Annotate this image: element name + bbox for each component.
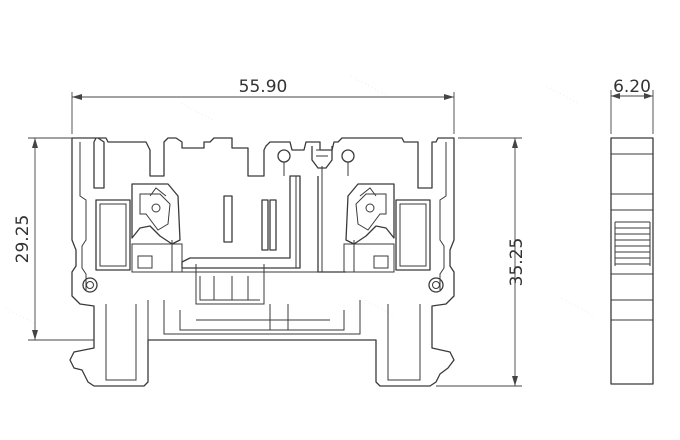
left-clamp-chamber (95, 183, 183, 273)
svg-text:· · · · · · · · · · ·: · · · · · · · · · · · (349, 74, 388, 99)
dimension-overall-width: 55.90 (71, 77, 455, 134)
svg-text:· · · · · · · · · ·: · · · · · · · · · · (179, 101, 214, 124)
left-mounting-hole (82, 277, 98, 293)
svg-text:· · · · · · · · · ·: · · · · · · · · · · (359, 296, 394, 319)
right-mounting-hole-inner (432, 281, 440, 289)
left-mounting-hole-inner (86, 281, 94, 289)
dimension-right-height: 35.25 (436, 137, 527, 387)
right-height-label: 35.25 (507, 238, 527, 287)
lower-foot (105, 300, 421, 381)
svg-text:· · · · · · · · · ·: · · · · · · · · · · (559, 296, 594, 319)
right-clamp-chamber (343, 183, 431, 273)
right-edge-profile (439, 142, 447, 290)
dimension-side-width: 6.20 (610, 77, 654, 134)
watermark: · · · · · · · · · · · · · · · · · · · · … (4, 74, 594, 327)
side-ribs (614, 221, 651, 266)
side-view (610, 137, 654, 385)
housing-outline (69, 137, 455, 387)
front-view (69, 137, 455, 387)
right-mounting-hole (428, 277, 444, 293)
side-outline (610, 137, 654, 385)
test-sockets (277, 146, 355, 176)
left-height-label: 29.25 (13, 215, 33, 264)
dimension-left-height: 29.25 (13, 137, 94, 341)
svg-text:· · · · · · · · · ·: · · · · · · · · · · (544, 84, 579, 107)
center-busbar (181, 166, 346, 305)
overall-width-label: 55.90 (239, 77, 288, 97)
svg-text:· · · · · · · · ·: · · · · · · · · · (4, 306, 36, 327)
side-width-label: 6.20 (613, 77, 651, 97)
left-edge-profile (79, 142, 87, 290)
